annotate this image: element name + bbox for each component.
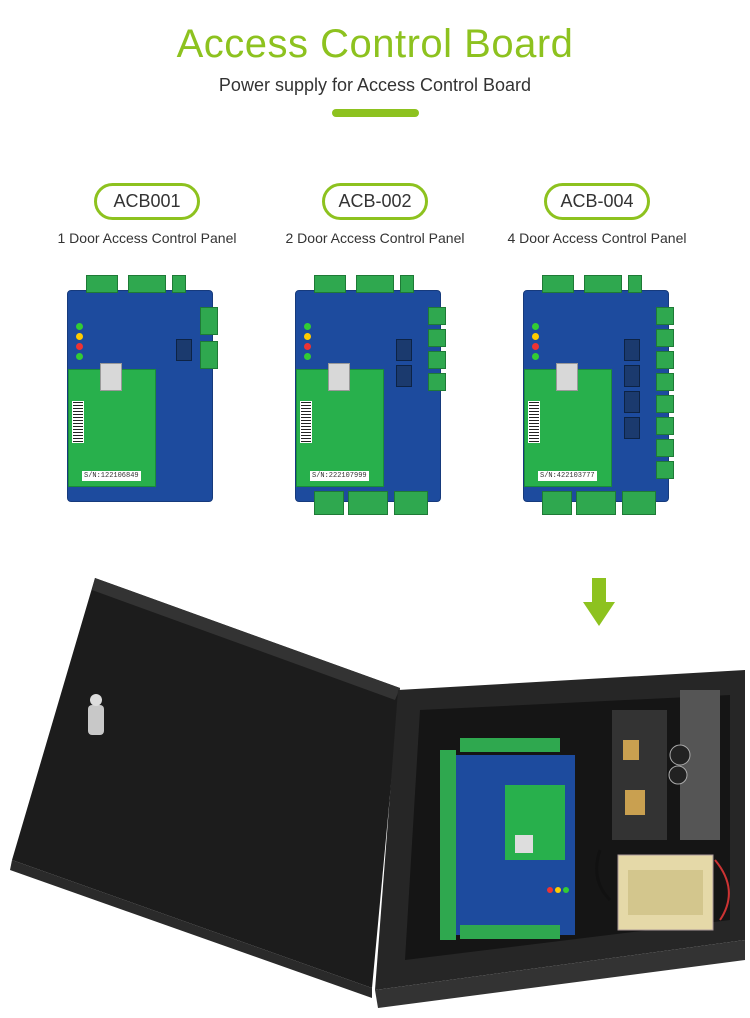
terminal-block: [200, 341, 218, 369]
serial-label: S/N:422103777: [538, 471, 597, 481]
model-badge-acb004: ACB-004: [544, 183, 650, 220]
terminal-block: [656, 439, 674, 457]
relay: [624, 417, 640, 439]
terminal-block: [400, 275, 414, 293]
enclosure-lid: [12, 578, 400, 988]
terminal-block: [656, 461, 674, 479]
terminal-block: [394, 491, 428, 515]
terminal-block: [428, 329, 446, 347]
barcode: [300, 401, 312, 443]
arrow-down-icon: [583, 578, 615, 626]
board-photo-acb-002: S/N:222107999: [295, 275, 446, 515]
relay: [396, 365, 412, 387]
page-title: Access Control Board: [176, 22, 574, 66]
caption-acb001: 1 Door Access Control Panel: [57, 230, 237, 246]
terminal-block: [172, 275, 186, 293]
terminal-block: [584, 275, 622, 293]
relay: [176, 339, 192, 361]
led-icon: [304, 353, 311, 360]
page-subtitle: Power supply for Access Control Board: [218, 75, 532, 95]
led-icon: [76, 343, 83, 350]
title-underline: [332, 109, 419, 117]
ethernet-port: [328, 363, 350, 391]
terminal-block: [656, 329, 674, 347]
led-icon: [304, 333, 311, 340]
terminal-block: [348, 491, 388, 515]
caption-acb004: 4 Door Access Control Panel: [507, 230, 687, 246]
barcode: [72, 401, 84, 443]
terminal-block: [542, 491, 572, 515]
led-icon: [304, 323, 311, 330]
led-icon: [532, 353, 539, 360]
led-icon: [76, 323, 83, 330]
terminal-block: [622, 491, 656, 515]
terminal-block: [314, 275, 346, 293]
terminal-block: [576, 491, 616, 515]
lock-icon: [88, 694, 104, 735]
terminal-block: [128, 275, 166, 293]
caption-acb002: 2 Door Access Control Panel: [285, 230, 465, 246]
terminal-block: [428, 351, 446, 369]
terminal-block: [656, 417, 674, 435]
board-photo-acb-004: S/N:422103777: [523, 275, 674, 515]
terminal-block: [428, 373, 446, 391]
led-icon: [76, 353, 83, 360]
model-badge-acb001: ACB001: [94, 183, 200, 220]
led-icon: [532, 343, 539, 350]
enclosure-photo: [10, 578, 745, 1008]
terminal-block: [428, 307, 446, 325]
relay: [624, 365, 640, 387]
led-icon: [304, 343, 311, 350]
terminal-block: [656, 351, 674, 369]
relay: [624, 339, 640, 361]
terminal-block: [656, 307, 674, 325]
terminal-block: [314, 491, 344, 515]
board-photo-acb001: S/N:122106849: [67, 275, 218, 502]
terminal-block: [356, 275, 394, 293]
led-icon: [532, 333, 539, 340]
led-icon: [76, 333, 83, 340]
terminal-block: [86, 275, 118, 293]
barcode: [528, 401, 540, 443]
relay: [624, 391, 640, 413]
ethernet-port: [556, 363, 578, 391]
ethernet-port: [100, 363, 122, 391]
serial-label: S/N:122106849: [82, 471, 141, 481]
terminal-block: [542, 275, 574, 293]
terminal-block: [656, 395, 674, 413]
terminal-block: [628, 275, 642, 293]
terminal-block: [200, 307, 218, 335]
led-icon: [532, 323, 539, 330]
serial-label: S/N:222107999: [310, 471, 369, 481]
relay: [396, 339, 412, 361]
model-badge-acb002: ACB-002: [322, 183, 428, 220]
terminal-block: [656, 373, 674, 391]
